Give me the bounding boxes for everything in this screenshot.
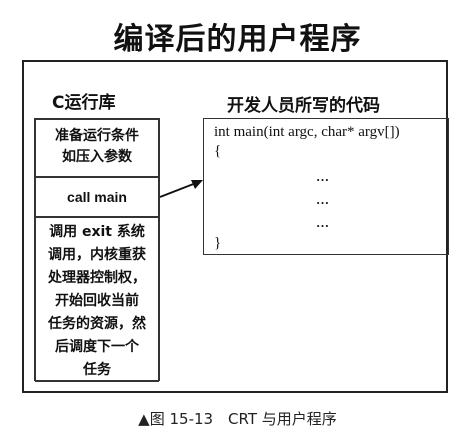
close-brace: }: [214, 235, 222, 251]
exit-line: 调用，内核重获: [48, 247, 146, 263]
exit-line: 处理器控制权，: [48, 270, 146, 286]
arrow-head: [191, 180, 203, 189]
developer-code-heading: 开发人员所写的代码: [227, 96, 380, 116]
main-code-box: int main(int argc, char* argv[]) { … … ……: [203, 118, 449, 255]
exit-line: 任务的资源，然: [48, 316, 146, 332]
figure-caption: ▲图 15-13 CRT 与用户程序: [138, 410, 337, 428]
exit-line: 任务: [83, 362, 111, 378]
compiled-program-frame: [22, 60, 448, 393]
ellipsis: …: [316, 169, 329, 184]
exit-line: 后调度下一个: [55, 339, 139, 355]
open-brace: {: [214, 143, 222, 159]
call-main-label: call main: [67, 189, 127, 205]
call-main-box: call main: [35, 177, 159, 217]
exit-line: 开始回收当前: [55, 293, 139, 309]
prepare-conditions-box: 准备运行条件 如压入参数: [35, 119, 159, 177]
exit-box: 调用 exit 系统 调用，内核重获 处理器控制权， 开始回收当前 任务的资源，…: [35, 217, 159, 382]
exit-line: 调用 exit 系统: [49, 224, 145, 240]
ellipsis: …: [316, 192, 329, 207]
crt-heading: C运行库: [52, 93, 116, 113]
diagram-title: 编译后的用户程序: [113, 22, 362, 57]
prepare-line: 准备运行条件: [55, 128, 139, 144]
ellipsis: …: [316, 215, 329, 230]
main-signature: int main(int argc, char* argv[]): [214, 124, 400, 140]
prepare-line: 如压入参数: [62, 149, 132, 165]
crt-column: 准备运行条件 如压入参数 call main 调用 exit 系统 调用，内核重…: [34, 118, 160, 382]
arrow-shaft: [159, 182, 197, 198]
